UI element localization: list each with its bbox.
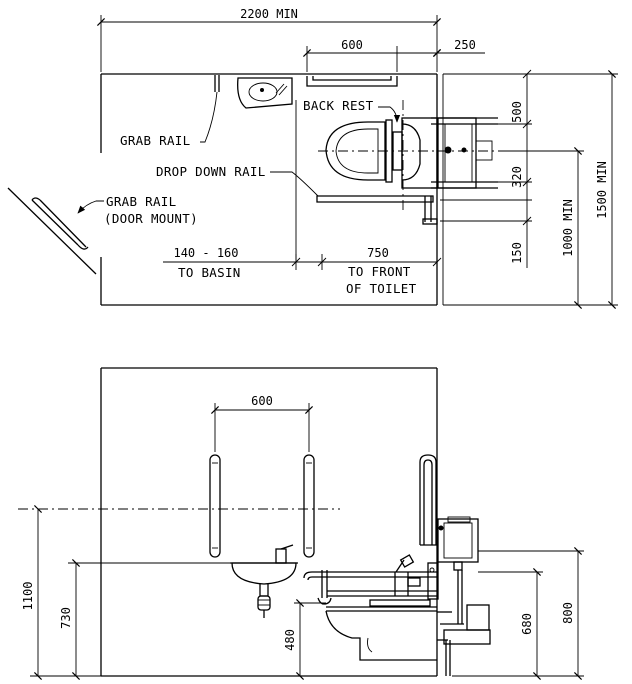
dim-overall-width-text: 2200 MIN <box>240 7 298 21</box>
dim-rail-spacing-text: 320 <box>510 166 524 188</box>
elevation-cistern-box <box>437 516 491 645</box>
dim-toilet-front-text: 750 <box>367 246 389 260</box>
dim-rail-offset-text: 250 <box>454 38 476 52</box>
dim-back-rest-text: 500 <box>510 101 524 123</box>
dim-elev-rail-height-text: 1100 <box>21 582 35 611</box>
dim-rail-width: 600 250 <box>302 38 485 72</box>
dim-basin-toilet: 140 - 160 TO BASIN 750 TO FRONT OF TOILE… <box>163 246 442 296</box>
dim-elev-basin-height-text: 730 <box>59 607 73 629</box>
label-to-front-line1: TO FRONT <box>348 264 411 279</box>
label-grab-rail-door-line1: GRAB RAIL <box>106 194 176 209</box>
label-drop-down-rail: DROP DOWN RAIL <box>156 164 266 179</box>
elevation-toilet <box>325 599 452 676</box>
plan-drop-down-rail: DROP DOWN RAIL <box>156 164 438 225</box>
elevation-drop-down-rail <box>303 554 439 605</box>
label-to-front-line2: OF TOILET <box>346 281 417 296</box>
elevation-wall-rail <box>419 454 437 546</box>
dim-elev-left: 1100 730 <box>21 504 232 681</box>
dim-elev-rail-spacing: 600 <box>210 394 314 452</box>
plan-back-rest: BACK REST <box>303 98 438 189</box>
dim-right-heights: 500 320 150 <box>440 69 532 268</box>
dim-elev-rail-top-text: 800 <box>561 602 575 624</box>
elevation-basin <box>230 544 298 618</box>
dim-rail-low-text: 150 <box>510 242 524 264</box>
elevation-wall <box>100 367 438 677</box>
dim-elev-seat: 480 <box>283 598 326 681</box>
dim-rail-width-text: 600 <box>341 38 363 52</box>
dim-elev-seat-height-text: 480 <box>283 629 297 651</box>
dim-elev-right: 680 800 <box>452 546 584 681</box>
dim-overall-width: 2200 MIN <box>96 7 442 72</box>
dim-elev-cistern-height-text: 680 <box>520 613 534 635</box>
elevation-view: 600 <box>18 367 584 681</box>
label-grab-rail: GRAB RAIL <box>120 133 190 148</box>
plan-grab-rail-leader: GRAB RAIL <box>120 75 220 148</box>
plan-back-wall-rail <box>306 76 398 87</box>
label-to-basin: TO BASIN <box>178 265 241 280</box>
label-grab-rail-door-line2: (DOOR MOUNT) <box>104 211 198 226</box>
plan-toilet <box>318 100 500 212</box>
dim-centre-to-wall-text: 1000 MIN <box>561 199 575 257</box>
plan-cistern <box>431 117 498 189</box>
plan-view: 2200 MIN 600 250 GRA <box>7 7 618 310</box>
label-back-rest: BACK REST <box>303 98 374 113</box>
dim-room-depth: 1000 MIN 1500 MIN <box>443 69 618 310</box>
dim-basin-gap-text: 140 - 160 <box>173 246 238 260</box>
dim-elev-rail-spacing-text: 600 <box>251 394 273 408</box>
plan-basin <box>237 77 293 109</box>
plan-door-grab-rail: GRAB RAIL (DOOR MOUNT) <box>7 187 198 275</box>
plan-room-outline <box>100 73 444 306</box>
elevation-vertical-rails <box>209 454 315 558</box>
dim-room-depth-text: 1500 MIN <box>595 161 609 219</box>
